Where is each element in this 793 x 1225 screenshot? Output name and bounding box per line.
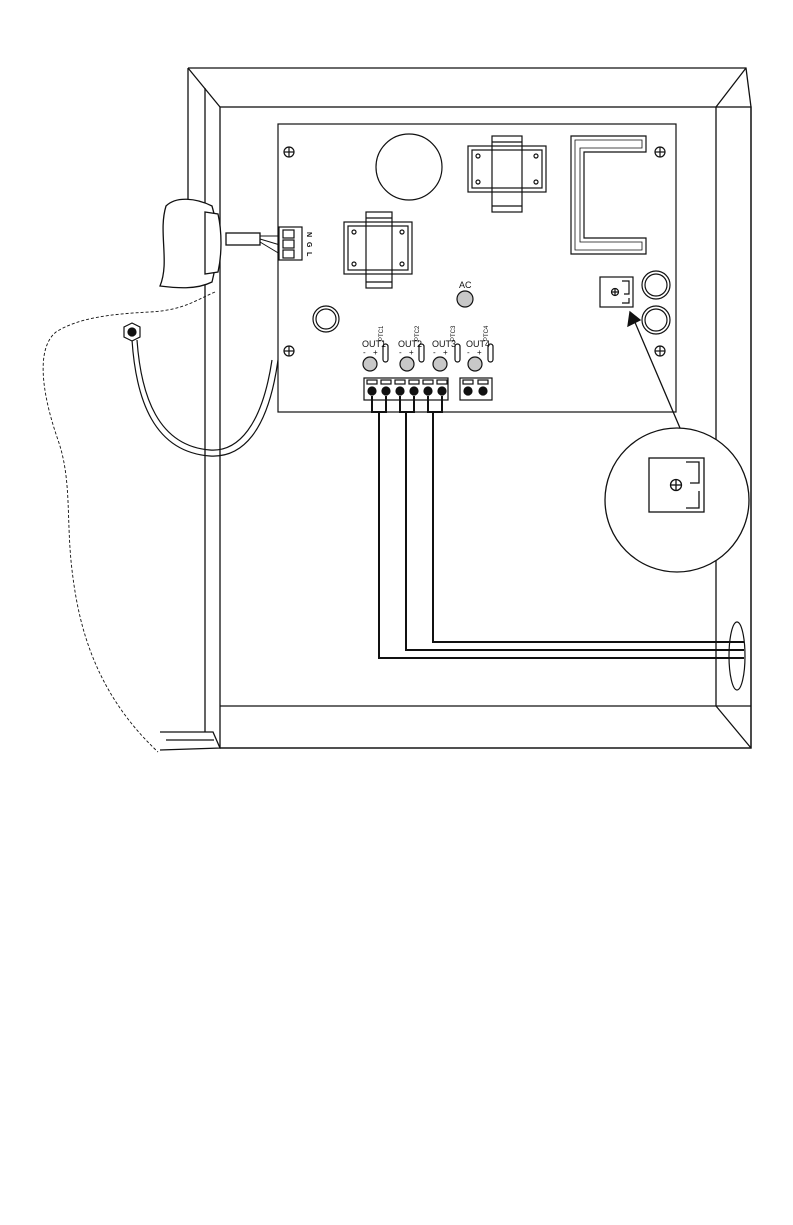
mounting-screw-icon: [655, 346, 665, 356]
cover-dashed-outline: [43, 292, 215, 752]
out4-minus: -: [467, 348, 470, 357]
enclosure-top-bevel: [188, 68, 220, 107]
out4-plus: +: [477, 348, 482, 357]
ptc2-label: PTC2: [415, 325, 421, 341]
callout-circle: [605, 428, 749, 572]
mounting-screw-icon: [284, 346, 294, 356]
ground-lug: [124, 323, 140, 341]
out4-led: [468, 357, 482, 371]
out1-led: [363, 357, 377, 371]
door-flange: [160, 732, 220, 750]
cable-sleeve: [226, 233, 260, 245]
out2-plus: +: [409, 348, 414, 357]
output-terminal-block-1: [364, 378, 448, 400]
enclosure-bottom-bevel: [716, 706, 751, 748]
ptc4-label: PTC4: [484, 325, 490, 341]
ac-led: [457, 291, 473, 307]
side-knockout: [729, 622, 745, 690]
out1-plus: +: [373, 348, 378, 357]
out3-led: [433, 357, 447, 371]
output-terminal-block-2: [460, 378, 492, 400]
ground-wire: [124, 323, 278, 456]
ptc3-label: PTC3: [451, 325, 457, 341]
ac-led-label: AC: [459, 280, 472, 290]
enclosure-right-bevel: [716, 68, 746, 107]
terminal-label-l: L: [305, 252, 312, 257]
pcb: [278, 124, 676, 412]
ptc1-label: PTC1: [379, 325, 385, 341]
out1-minus: -: [363, 348, 366, 357]
mounting-screw-icon: [655, 147, 665, 157]
terminal-label-g: G: [305, 242, 312, 248]
out3-minus: -: [433, 348, 436, 357]
mounting-screw-icon: [284, 147, 294, 157]
out2-minus: -: [399, 348, 402, 357]
terminal-label-n: N: [305, 232, 312, 237]
conduit-fitting: [205, 212, 221, 274]
ac-terminal-block: [279, 227, 302, 260]
out3-plus: +: [443, 348, 448, 357]
out2-led: [400, 357, 414, 371]
